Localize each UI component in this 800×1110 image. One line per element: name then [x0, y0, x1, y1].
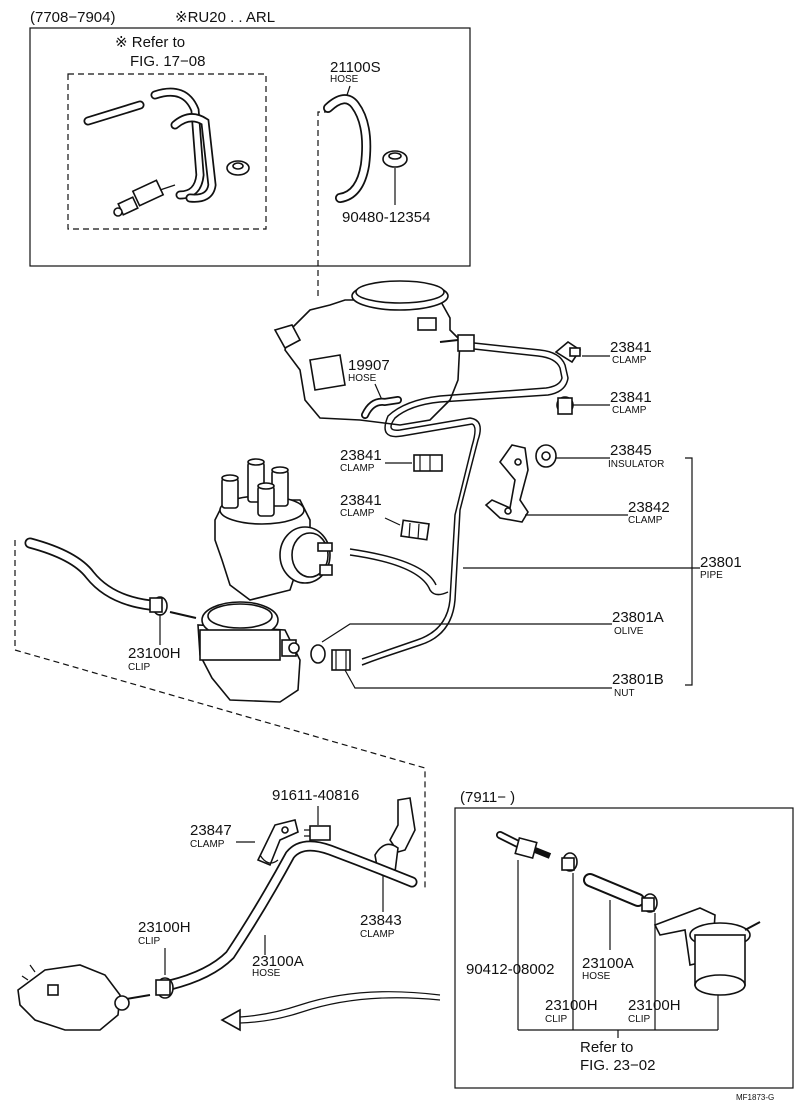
clamp-23842-number: 23842: [628, 499, 670, 516]
inset-fuel-pump-icon: [653, 907, 761, 996]
clamp1-name: CLAMP: [612, 355, 647, 366]
insulator-number: 23845: [610, 442, 652, 459]
clamp-23847-number: 23847: [190, 822, 232, 839]
figure-code: MF1873-G: [736, 1093, 774, 1102]
refer-note-line1: ※ Refer to: [115, 34, 185, 51]
insulator-name: INSULATOR: [608, 459, 664, 470]
inset-clip1-number: 23100H: [545, 997, 598, 1014]
clamp2-name: CLAMP: [612, 405, 647, 416]
lower-fuel-hose-icon: [164, 840, 418, 991]
fuel-pipe-23801: [349, 342, 569, 666]
header-model-note: ※RU20 . . ARL: [175, 9, 275, 26]
olive-icon: [310, 644, 326, 664]
lower-fuel-pump-icon: [17, 964, 151, 1031]
inset-clip1-name: CLIP: [545, 1014, 568, 1025]
hose-21100s-name: HOSE: [330, 74, 359, 85]
hose-19907-icon: [362, 397, 401, 418]
clip-upper-name: CLIP: [128, 662, 151, 673]
inset-clip-2-icon: [641, 893, 658, 913]
hose-21100s-number: 21100S: [330, 59, 381, 76]
inset-clip-1-icon: [561, 852, 578, 872]
hose-lower-number: 23100A: [252, 953, 304, 970]
olive-name: OLIVE: [614, 626, 644, 637]
pipe-number: 23801: [700, 554, 742, 571]
section-reference-dashed: [14, 540, 426, 890]
clamp-23841-c-icon: [413, 454, 443, 472]
top-inset-frame: [29, 27, 471, 267]
clamp3-number: 23841: [340, 447, 382, 464]
pipe-name: PIPE: [700, 570, 723, 581]
refer-dashed-box: [67, 73, 267, 230]
inset-refer-line2: FIG. 23−02: [580, 1057, 655, 1074]
vsv-valve-icon: [113, 179, 176, 217]
clamp4-number: 23841: [340, 492, 382, 509]
grommet-icon: [382, 150, 408, 168]
clamp-bracket-23842-icon: [484, 444, 529, 523]
clamp-23841-a-icon: [554, 341, 582, 364]
carburetor-icon: [273, 280, 461, 426]
nut-number: 23801B: [612, 671, 664, 688]
distributor-icon: [214, 458, 333, 601]
clamp-23843-number: 23843: [360, 912, 402, 929]
clamp-23847-icon: [256, 819, 299, 867]
clamp1-number: 23841: [610, 339, 652, 356]
clip-lower-name: CLIP: [138, 936, 161, 947]
clamp-23847-name: CLAMP: [190, 839, 225, 850]
clamp-23842-name: CLAMP: [628, 515, 663, 526]
vacuum-hoses-group: [83, 87, 217, 203]
bolt-icon: [304, 825, 331, 841]
clip-lower-icon: [155, 977, 174, 999]
insulator-icon: [535, 444, 557, 468]
header-date-range: (7708−7904): [30, 9, 116, 26]
clamp3-name: CLAMP: [340, 463, 375, 474]
union-bolt-icon: [496, 831, 552, 860]
hose-19907-number: 19907: [348, 357, 390, 374]
inset-clip2-name: CLIP: [628, 1014, 651, 1025]
nut-icon: [331, 649, 351, 671]
inset-hose-number: 23100A: [582, 955, 634, 972]
fuel-pump-icon: [169, 601, 301, 703]
refer-note-line2: FIG. 17−08: [130, 53, 205, 70]
inset-clip2-number: 23100H: [628, 997, 681, 1014]
bottom-inset-date-range: (7911− ): [460, 789, 515, 806]
flow-arrow-icon: [220, 991, 441, 1032]
olive-number: 23801A: [612, 609, 664, 626]
inset-leader-dashed: [317, 111, 330, 300]
clamp-23841-d-icon: [400, 519, 430, 541]
clamp4-name: CLAMP: [340, 508, 375, 519]
hose-19907-name: HOSE: [348, 373, 377, 384]
bolt-number: 91611-40816: [272, 787, 359, 804]
union-number: 90412-08002: [466, 961, 554, 978]
clamp-23843-name: CLAMP: [360, 929, 395, 940]
clip-lower-number: 23100H: [138, 919, 191, 936]
upper-fuel-hose-icon: [24, 537, 156, 611]
clip-upper-icon: [149, 596, 168, 616]
inset-refer-line1: Refer to: [580, 1039, 633, 1056]
grommet-small-icon: [226, 160, 250, 176]
clamp-23841-b-icon: [556, 396, 574, 415]
clamp2-number: 23841: [610, 389, 652, 406]
hose-21100s-icon: [323, 94, 372, 203]
clamp-23843-icon: [374, 797, 416, 877]
inset-hose-icon: [583, 873, 645, 907]
clip-upper-number: 23100H: [128, 645, 181, 662]
grommet-number: 90480-12354: [342, 209, 430, 226]
inset-hose-name: HOSE: [582, 971, 611, 982]
hose-lower-name: HOSE: [252, 968, 281, 979]
pipe-group-bracket: [685, 457, 693, 686]
nut-name: NUT: [614, 688, 635, 699]
carb-fitting-nut: [457, 334, 475, 352]
bottom-inset-frame: [454, 807, 794, 1089]
